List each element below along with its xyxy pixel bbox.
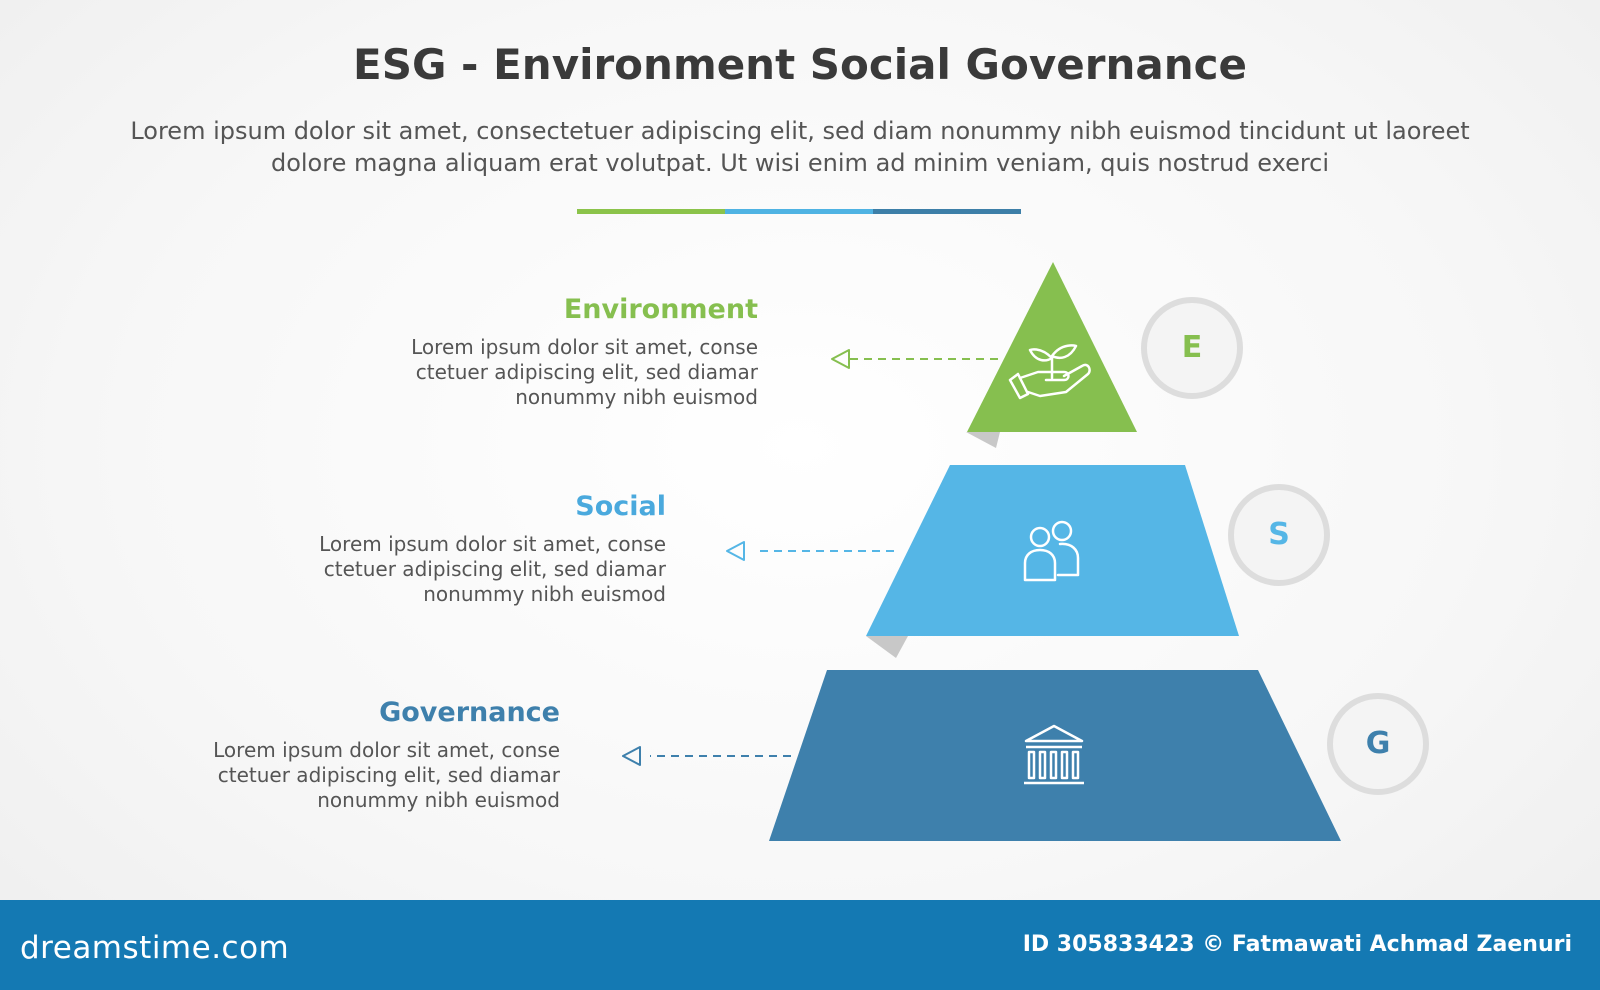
- footer-logo: dreamstime.com: [20, 930, 290, 966]
- letter-ring-governance: [1327, 693, 1429, 795]
- accent-segment-green: [577, 209, 725, 214]
- heading-environment: Environment: [563, 294, 758, 325]
- arrow-governance: [622, 746, 791, 766]
- label-social: Social Lorem ipsum dolor sit amet, conse…: [296, 491, 666, 607]
- plant-in-hand-icon: [1008, 344, 1091, 400]
- arrow-social: [726, 541, 894, 561]
- page-subtitle: Lorem ipsum dolor sit amet, consectetuer…: [130, 117, 1470, 177]
- page-title: ESG - Environment Social Governance: [353, 40, 1247, 89]
- letter-governance: G: [1365, 726, 1391, 761]
- label-environment: Environment Lorem ipsum dolor sit amet, …: [390, 294, 758, 410]
- pyramid-layer-social: [866, 465, 1239, 636]
- letter-social: S: [1268, 517, 1290, 552]
- label-governance: Governance Lorem ipsum dolor sit amet, c…: [192, 697, 560, 813]
- accent-divider: [577, 209, 1021, 214]
- description-social: Lorem ipsum dolor sit amet, conse ctetue…: [319, 532, 666, 606]
- description-environment: Lorem ipsum dolor sit amet, conse ctetue…: [411, 335, 758, 409]
- footer-bar: dreamstime.com ID 305833423 © Fatmawati …: [0, 900, 1600, 990]
- heading-governance: Governance: [379, 697, 560, 728]
- people-icon: [1023, 520, 1080, 582]
- arrow-environment: [831, 349, 998, 369]
- pyramid-top-shadow: [966, 432, 1000, 448]
- accent-segment-darkblue: [873, 209, 1021, 214]
- heading-social: Social: [575, 491, 666, 522]
- letter-environment: E: [1181, 330, 1203, 365]
- letter-ring-environment: [1141, 297, 1243, 399]
- pyramid-middle-shadow: [866, 636, 908, 658]
- accent-segment-lightblue: [725, 209, 873, 214]
- description-governance: Lorem ipsum dolor sit amet, conse ctetue…: [213, 738, 560, 812]
- pyramid-layer-environment: [967, 262, 1137, 432]
- letter-ring-social: [1228, 484, 1330, 586]
- government-building-icon: [1024, 724, 1084, 785]
- pyramid-diagram: [622, 262, 1429, 841]
- footer-credit: ID 305833423 © Fatmawati Achmad Zaenuri: [1022, 932, 1572, 957]
